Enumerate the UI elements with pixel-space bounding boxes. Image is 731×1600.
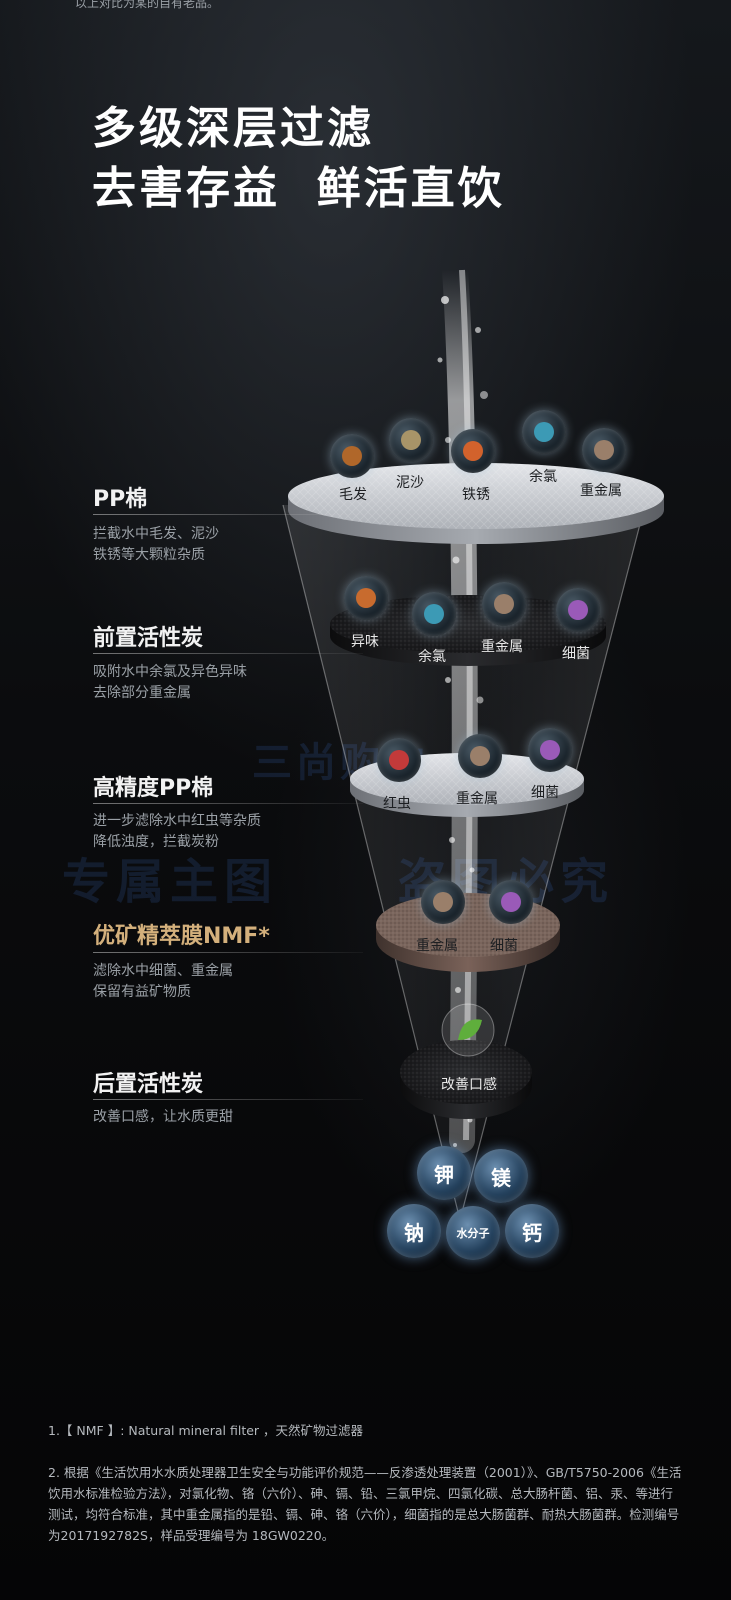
particle-label-red-worm: 红虫 [383, 796, 411, 812]
stage-2-divider [93, 653, 363, 654]
rust-particle-icon [451, 429, 495, 473]
hair-particle-icon [330, 434, 374, 478]
particle-label-heavy-metal-3: 重金属 [456, 791, 498, 807]
particle-label-hair: 毛发 [339, 487, 367, 503]
particle-label-bacteria-3: 细菌 [490, 938, 518, 954]
footnote-1: 1.【 NMF 】: Natural mineral filter ，天然矿物过… [48, 1423, 364, 1438]
footnote-2: 2. 根据《生活饮用水水质处理器卫生安全与功能评价规范——反渗透处理装置（200… [48, 1465, 682, 1543]
particle-label-taste: 改善口感 [441, 1077, 497, 1093]
bacteria-particle-icon [489, 880, 533, 924]
particle-label-bacteria: 细菌 [562, 646, 590, 662]
mineral-calcium: 钙 [505, 1204, 559, 1258]
particle-label-rust: 铁锈 [462, 487, 490, 503]
stage-1-desc: 拦截水中毛发、泥沙 铁锈等大颗粒杂质 [93, 526, 219, 563]
stage-4-desc: 滤除水中细菌、重金属 保留有益矿物质 [93, 963, 233, 1000]
watermark-2a: 专属主图 [62, 854, 279, 910]
stage-4-title: 优矿精萃膜NMF* [93, 924, 270, 949]
mineral-water-molecule: 水分子 [446, 1206, 500, 1260]
headline-line-1: 多级深层过滤 [92, 103, 374, 154]
stage-1-divider [93, 514, 363, 515]
particle-label-bacteria-2: 细菌 [531, 785, 559, 801]
mineral-potassium: 钾 [417, 1146, 471, 1200]
stage-4-divider [93, 952, 363, 953]
mineral-magnesium: 镁 [474, 1149, 528, 1203]
particle-label-heavy-metal-2: 重金属 [481, 639, 523, 655]
particle-label-heavy-metal: 重金属 [580, 483, 622, 499]
mineral-sodium: 钠 [387, 1204, 441, 1258]
stage-2-title: 前置活性炭 [93, 626, 204, 651]
odor-particle-icon [344, 576, 388, 620]
sand-particle-icon [389, 418, 433, 462]
particle-label-chlorine: 余氯 [529, 469, 557, 485]
heavy-metal-particle-icon [582, 428, 626, 472]
heavy-metal-particle-icon [421, 880, 465, 924]
headline-line-2: 去害存益 鲜活直饮 [92, 163, 505, 214]
chlorine-particle-icon [522, 410, 566, 454]
stage-5-title: 后置活性炭 [93, 1072, 204, 1097]
particle-label-odor: 异味 [351, 634, 379, 650]
red-worm-particle-icon [377, 738, 421, 782]
stage-5-divider [93, 1099, 363, 1100]
stage-1-title: PP棉 [93, 487, 148, 512]
stage-2-desc: 吸附水中余氯及异色异味 去除部分重金属 [93, 664, 247, 701]
bacteria-particle-icon [528, 728, 572, 772]
stage-3-divider [93, 803, 363, 804]
particle-label-heavy-metal-4: 重金属 [416, 938, 458, 954]
particle-label-sand: 泥沙 [396, 475, 424, 491]
heavy-metal-particle-icon [482, 582, 526, 626]
stage-3-desc: 进一步滤除水中红虫等杂质 降低浊度，拦截炭粉 [93, 813, 261, 850]
stage-3-title: 高精度PP棉 [93, 776, 214, 801]
stage-5-desc: 改善口感，让水质更甜 [93, 1109, 233, 1125]
heavy-metal-particle-icon [458, 734, 502, 778]
particle-label-chlorine-2: 余氯 [418, 649, 446, 665]
top-note: 以上对比为某的自有老品。 [75, 0, 220, 10]
chlorine-particle-icon [412, 592, 456, 636]
bacteria-particle-icon [556, 588, 600, 632]
